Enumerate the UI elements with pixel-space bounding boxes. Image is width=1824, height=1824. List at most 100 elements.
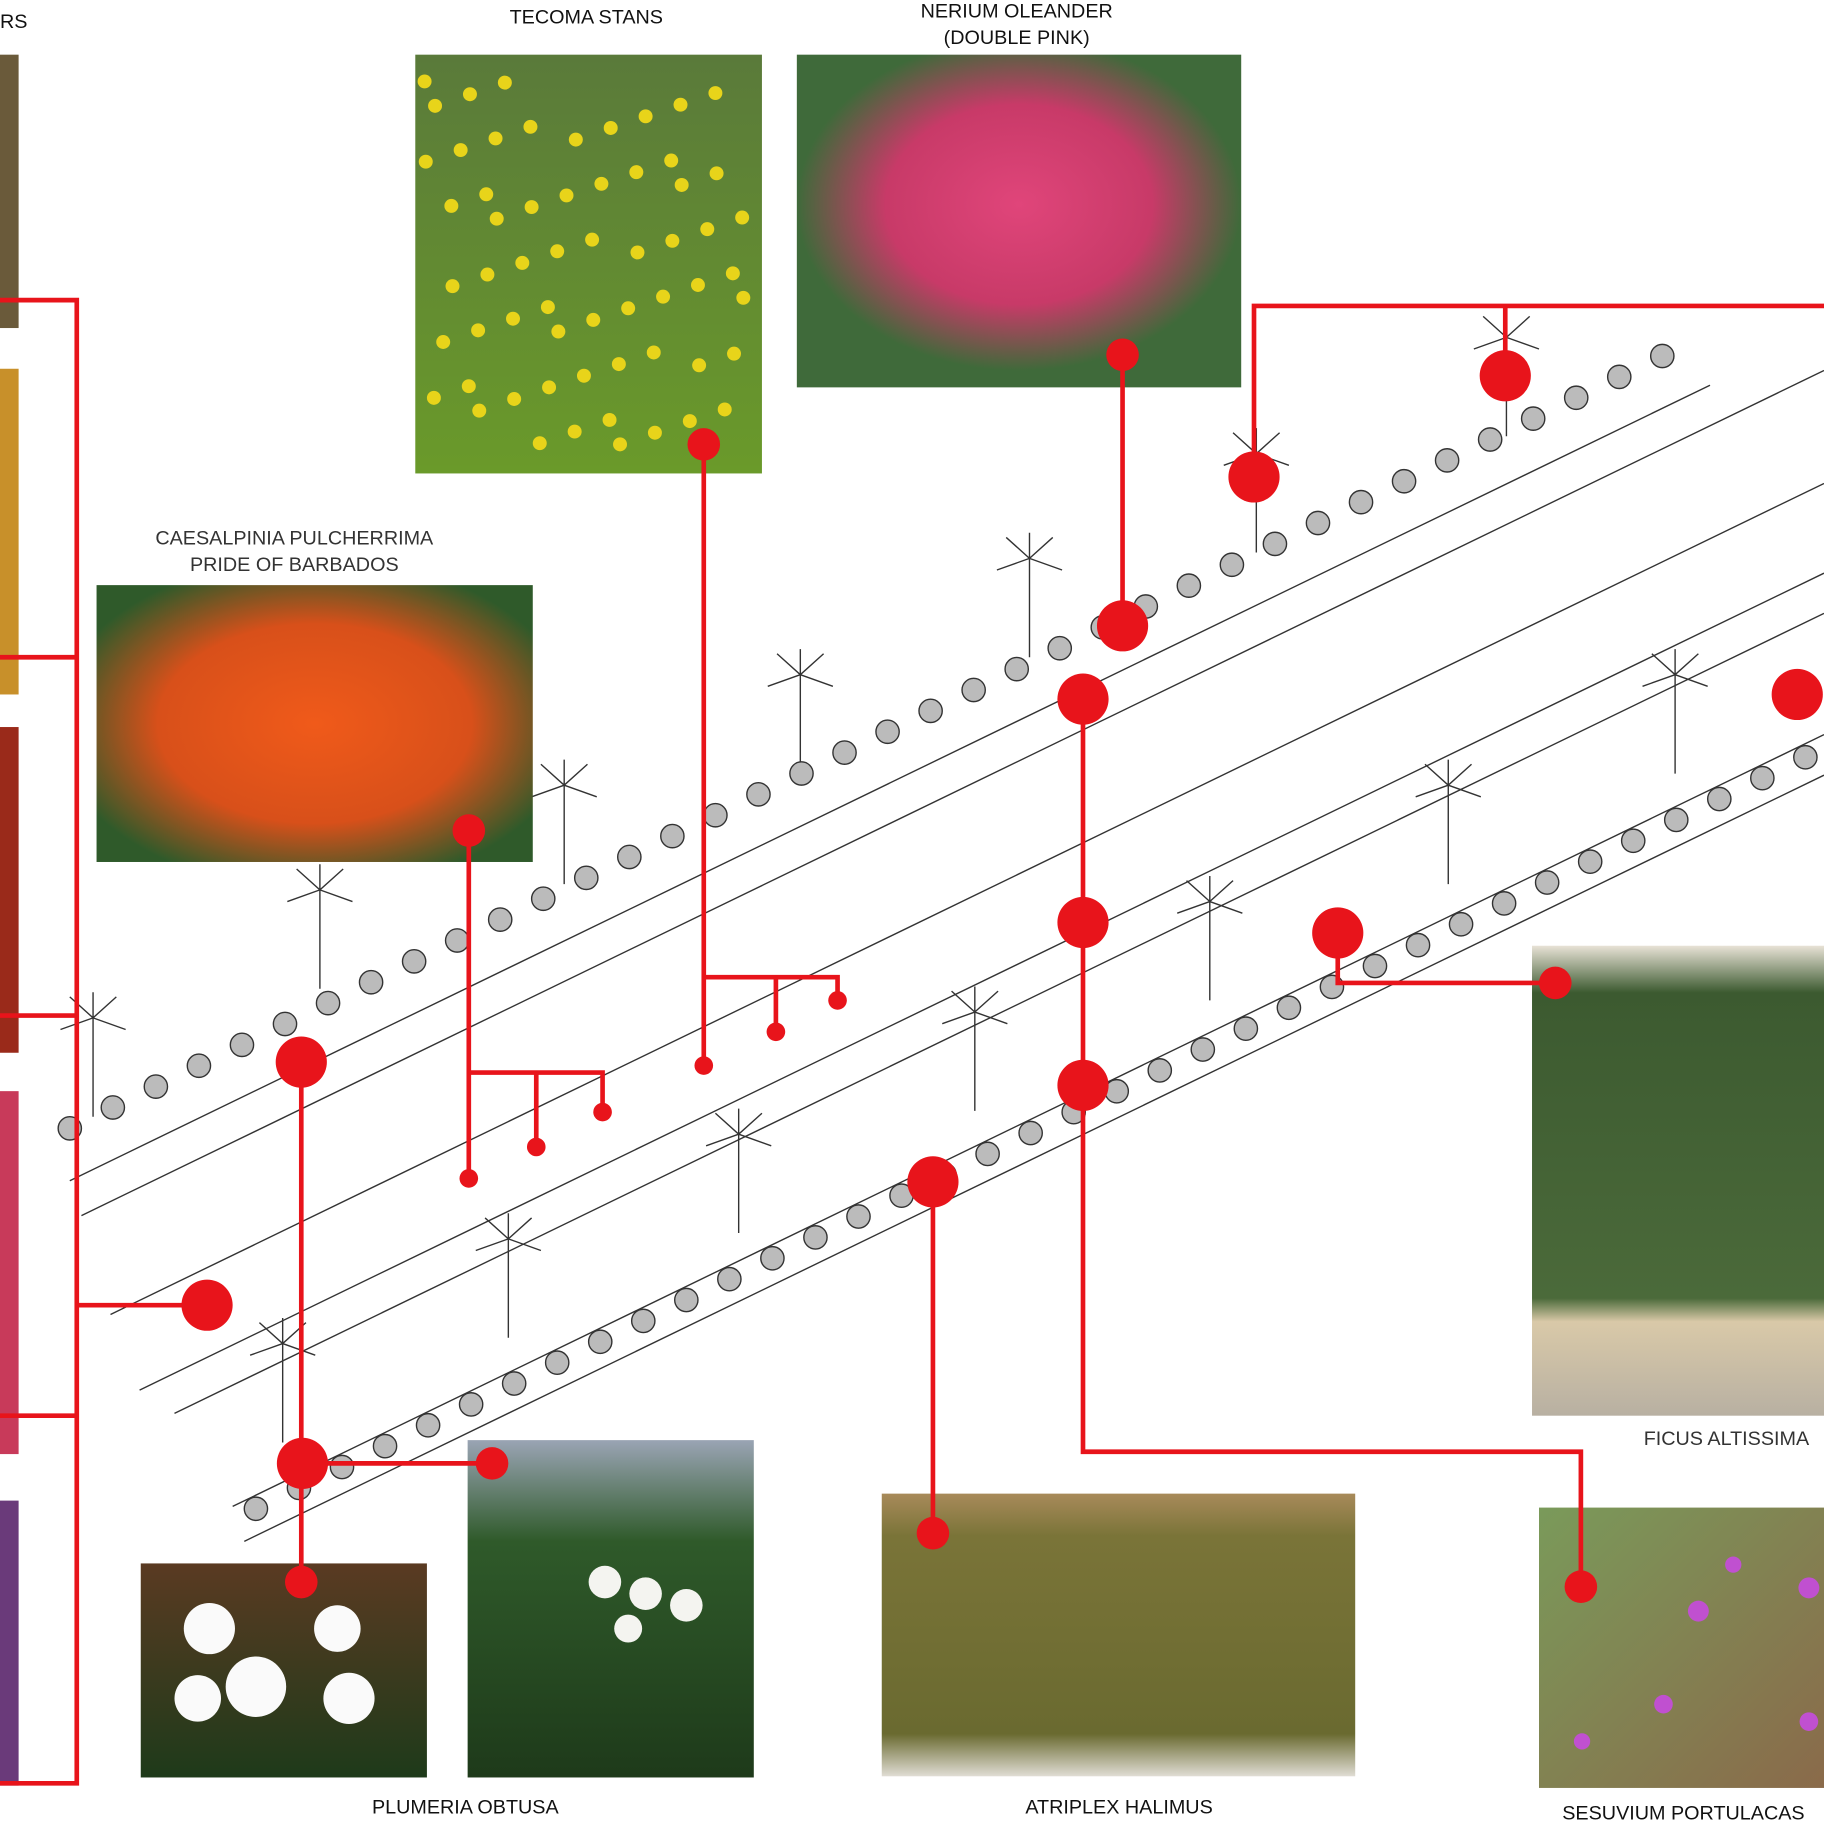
flower-dot [542,380,557,395]
palm-tree-icon [249,1317,316,1443]
shrub-icon [458,1392,484,1417]
shrub-icon [1104,1078,1130,1104]
shrub-icon [272,1011,298,1037]
flower-dot [736,290,751,305]
road-line [69,384,1711,1182]
flower-dot [559,188,574,203]
flower-dot [603,120,618,135]
flower-dot [515,255,530,270]
plumeria-photo-1 [140,1563,427,1778]
flower-dot [576,368,591,383]
plumeria-photo-2 [467,1440,754,1778]
shrub-icon [1147,1058,1173,1083]
label-tecoma-stans: TECOMA STANS [510,6,663,28]
label-atriplex-halimus: ATRIPLEX HALIMUS [1025,1797,1212,1819]
shrub-icon [1448,911,1474,937]
label-ficus-altissima: FICUS ALTISSIMA [1644,1428,1810,1450]
palm-tree-icon [531,759,597,885]
flower-dot [602,412,617,427]
shrub-icon [703,802,728,828]
shrub-icon [1405,932,1431,958]
flower-dot [472,403,487,418]
flower-dot [646,345,661,360]
nerium-oleander-photo [796,54,1242,388]
flower-dot [674,177,689,192]
shrub-icon [587,1329,613,1355]
flower-dot [725,266,740,281]
road-line [81,369,1824,1217]
flower-dot [682,414,697,429]
flower-dot [488,131,503,146]
flower-dot [629,165,644,180]
shrub-icon [1491,891,1517,916]
shrub-icon [875,719,900,745]
left-photo-strip [0,54,19,1786]
callout-markers [181,338,1823,1603]
flower-dot [638,109,653,124]
atriplex-halimus-photo [881,1493,1356,1777]
shrub-icon [1276,995,1302,1021]
shrub-icon [1219,552,1245,578]
shrub-icon [1606,364,1632,390]
flower-dot [568,132,583,147]
flower-dot [444,198,459,213]
shrub-icon [444,928,470,953]
flower-dot [471,323,486,338]
flower-dot [700,222,715,237]
flower-dot [735,210,750,225]
label-caesalpinia: CAESALPINIA PULCHERRIMA [155,527,434,549]
palm-tree-icon [767,649,834,774]
shrub-icon [544,1350,570,1375]
flower-dot [479,187,494,202]
flower-dot [585,232,600,247]
palm-tree-icon [1642,649,1708,774]
plumeria-flowers-2 [588,1565,703,1643]
flower-dot [418,154,433,169]
flower-dot [567,424,582,439]
shrub-icon [1004,656,1030,682]
flower-dot [550,244,565,259]
flower-dot [717,402,732,417]
shrub-icon [1649,343,1675,369]
flower-dot [523,119,538,134]
palm-tree-icon [1176,875,1243,1001]
ficus-altissima-photo [1532,945,1824,1416]
shrub-icon [100,1095,126,1120]
shrub-icon [846,1204,871,1229]
flower-dot [428,98,443,113]
shrub-icon [501,1371,527,1396]
shrub-icon [1262,531,1288,557]
shrub-icon [616,844,642,870]
flower-dot [462,87,477,102]
shrub-icon [1233,1016,1259,1041]
flower-dot [656,289,671,304]
shrub-icon [1520,406,1546,431]
shrub-icon [1047,635,1073,661]
palm-tree-icon [1415,759,1482,885]
shrub-icon [961,677,986,703]
shrub-icon [1391,468,1417,494]
shrub-icon [1176,573,1202,598]
shrub-icon [186,1053,212,1079]
shrub-icon [1577,849,1603,874]
shrub-icon [229,1032,255,1058]
shrub-icon [415,1412,441,1438]
label-left-cut: RS [0,11,27,33]
road-line [110,482,1824,1316]
palm-tree-icon [287,864,353,989]
flower-dot [445,279,460,294]
shrub-icon [329,1454,355,1480]
flower-dot [692,358,707,373]
flower-dot [690,278,705,292]
shrub-icon [401,949,427,974]
flower-dot [673,97,688,112]
label-sesuvium: SESUVIUM PORTULACAS [1562,1802,1804,1824]
shrub-icon [1663,807,1689,833]
flower-dot [647,425,662,440]
flower-dot [524,200,539,215]
label-nerium-oleander: NERIUM OLEANDER [921,0,1113,22]
shrub-icon [760,1245,785,1271]
shrub-icon [1563,385,1589,411]
flower-dot [497,75,512,90]
